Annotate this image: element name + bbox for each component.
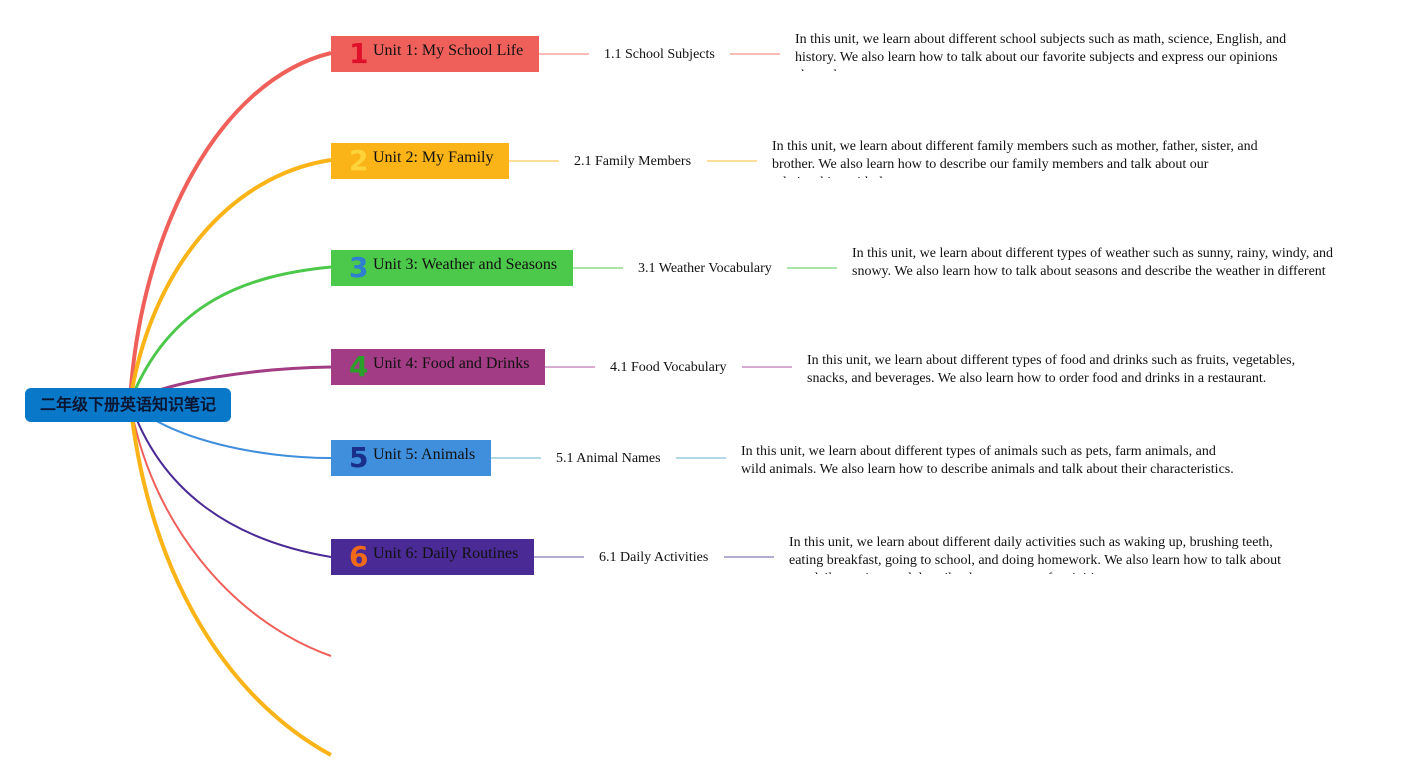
unit-3-title: Unit 3: Weather and Seasons [373,256,558,273]
unit-4-number: 4 [349,350,369,383]
unit-6-number: 6 [349,540,369,573]
unit-6-description[interactable]: In this unit, we learn about different d… [789,535,1282,574]
unit-5-node[interactable]: 5 Unit 5: Animals [331,440,491,476]
branch-unit-3 [128,265,332,403]
branch-unit-6 [129,401,332,558]
unit-5-number: 5 [349,441,369,474]
branch-extra-2 [128,401,332,757]
unit-6-title: Unit 6: Daily Routines [373,545,519,562]
unit-6-node[interactable]: 6 Unit 6: Daily Routines [331,539,534,575]
unit-3-number: 3 [349,251,369,284]
unit-6-topic[interactable]: 6.1 Daily Activities [599,550,709,565]
unit-4-description[interactable]: In this unit, we learn about different t… [807,353,1296,386]
unit-1-description[interactable]: In this unit, we learn about different s… [795,32,1287,71]
root-topic[interactable]: 二年级下册英语知识笔记 [25,388,231,422]
unit-2-topic[interactable]: 2.1 Family Members [574,154,692,169]
unit-3-topic[interactable]: 3.1 Weather Vocabulary [638,261,772,276]
unit-5-title: Unit 5: Animals [373,446,476,463]
branch-unit-1 [128,51,332,403]
unit-4-title: Unit 4: Food and Drinks [373,355,530,372]
unit-1-topic[interactable]: 1.1 School Subjects [604,47,715,62]
unit-1-number: 1 [349,37,369,70]
unit-2-node[interactable]: 2 Unit 2: My Family [331,143,509,179]
unit-3-node[interactable]: 3 Unit 3: Weather and Seasons [331,250,573,286]
branch-unit-2 [128,158,332,403]
unit-5-description[interactable]: In this unit, we learn about different t… [741,444,1234,477]
unit-2-title: Unit 2: My Family [373,149,494,166]
unit-1-node[interactable]: 1 Unit 1: My School Life [331,36,539,72]
unit-2-description[interactable]: In this unit, we learn about different f… [772,139,1258,178]
unit-2-number: 2 [349,144,369,177]
unit-5-topic[interactable]: 5.1 Animal Names [556,451,661,466]
branch-extra-1 [129,401,332,657]
unit-4-topic[interactable]: 4.1 Food Vocabulary [610,360,727,375]
unit-1-title: Unit 1: My School Life [373,42,524,59]
unit-3-description[interactable]: In this unit, we learn about different t… [852,246,1334,285]
unit-4-node[interactable]: 4 Unit 4: Food and Drinks [331,349,545,385]
